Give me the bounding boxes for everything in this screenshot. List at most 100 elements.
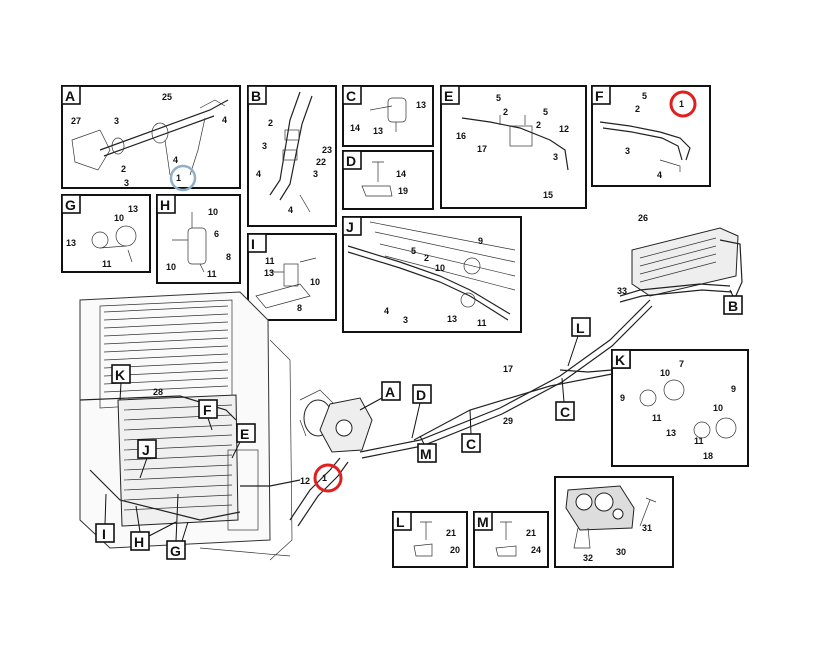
- panel-f-letter: F: [595, 88, 604, 104]
- label-1: 1: [322, 473, 327, 483]
- panel-h-tag: [156, 194, 176, 214]
- tag-a: [381, 381, 401, 401]
- tag-e-letter: E: [240, 426, 249, 442]
- panel-f-tag: [591, 85, 611, 105]
- b-label-4b: 4: [288, 205, 293, 215]
- m-label-21: 21: [526, 528, 536, 538]
- tag-k-main-letter: K: [115, 367, 125, 383]
- panel-c-drawing: [369, 97, 407, 132]
- d-label-19: 19: [398, 186, 408, 196]
- panel-m-drawing: [495, 521, 517, 557]
- a-label-25: 25: [162, 92, 172, 102]
- f-label-4: 4: [657, 170, 662, 180]
- c-label-13b: 13: [373, 126, 383, 136]
- l-label-21: 21: [446, 528, 456, 538]
- e-label-16: 16: [456, 131, 466, 141]
- j-label-4: 4: [384, 306, 389, 316]
- panel-d-tag: [342, 150, 362, 170]
- tag-l: [571, 317, 591, 337]
- c-label-14: 14: [350, 123, 360, 133]
- j-label-2: 2: [424, 253, 429, 263]
- h-label-8: 8: [226, 252, 231, 262]
- label-29: 29: [503, 416, 513, 426]
- label-30: 30: [616, 547, 626, 557]
- panel-c: C 13 14 13: [342, 85, 434, 147]
- m-label-24: 24: [531, 545, 541, 555]
- callout-tags: B L C K A D M C F: [95, 289, 743, 560]
- k-label-13: 13: [666, 428, 676, 438]
- e-label-15: 15: [543, 190, 553, 200]
- panel-m: M 21 24: [473, 511, 549, 568]
- panel-f-drawing: [599, 121, 691, 172]
- tag-c1: [555, 401, 575, 421]
- panel-i-tag: [247, 233, 267, 253]
- k-label-18: 18: [703, 451, 713, 461]
- panel-j-tag: [342, 216, 362, 236]
- a-label-3a: 3: [114, 116, 119, 126]
- tag-d: [412, 384, 432, 404]
- k-label-9b: 9: [731, 384, 736, 394]
- panel-e-drawing: [461, 115, 569, 171]
- panel-i: I 11 13 10 8: [247, 233, 337, 321]
- panel-a-frame: [61, 85, 241, 189]
- h-label-11: 11: [207, 269, 217, 279]
- f-label-1: 1: [679, 99, 684, 109]
- panel-d-drawing: [361, 161, 393, 197]
- panel-b-tag: [247, 85, 267, 105]
- tag-k: [611, 349, 631, 369]
- e-label-2b: 2: [536, 120, 541, 130]
- tag-m-letter: M: [420, 446, 432, 462]
- panel-j-drawing: [347, 221, 516, 321]
- panel-j: J 9 5 2 10 4 3 13 11: [342, 216, 522, 333]
- panel-g-drawing: [91, 225, 137, 263]
- tag-a-letter: A: [385, 384, 395, 400]
- panel-b: B 2 3 23 22 3 4 4: [247, 85, 337, 227]
- h-label-10a: 10: [208, 207, 218, 217]
- tag-f-letter: F: [203, 402, 212, 418]
- i-label-11: 11: [265, 256, 275, 266]
- j-label-11: 11: [477, 318, 487, 328]
- panel-h-letter: H: [160, 197, 170, 213]
- main-assembly: 26 33 17 29 28 12 1 B L C K A D: [79, 213, 743, 561]
- k-label-10a: 10: [660, 368, 670, 378]
- panel-l-drawing: [413, 521, 433, 557]
- panel-j-letter: J: [346, 219, 354, 235]
- b-label-4a: 4: [256, 169, 261, 179]
- f-label-2: 2: [635, 104, 640, 114]
- d-label-14: 14: [396, 169, 406, 179]
- i-label-10: 10: [310, 277, 320, 287]
- panel-b-frame: [247, 85, 337, 227]
- c-label-13a: 13: [416, 100, 426, 110]
- j-label-3: 3: [403, 315, 408, 325]
- panel-e-tag: [440, 85, 460, 105]
- panel-a-drawing: [71, 99, 229, 176]
- label-32: 32: [583, 553, 593, 563]
- panel-h: H 10 6 10 8 11: [156, 194, 241, 284]
- k-label-7: 7: [679, 359, 684, 369]
- i-label-13: 13: [264, 268, 274, 278]
- j-label-13: 13: [447, 314, 457, 324]
- j-label-10: 10: [435, 263, 445, 273]
- e-label-5b: 5: [543, 107, 548, 117]
- a-label-4b: 4: [173, 155, 178, 165]
- panel-k-drawing: [639, 379, 737, 439]
- a-label-4: 4: [222, 115, 227, 125]
- f-label-5: 5: [642, 91, 647, 101]
- panel-e-letter: E: [444, 88, 453, 104]
- panel-c-tag: [342, 85, 362, 105]
- e-label-3: 3: [553, 152, 558, 162]
- panel-d: D 14 19: [342, 150, 434, 210]
- j-label-9: 9: [478, 236, 483, 246]
- tag-c1-letter: C: [560, 404, 570, 420]
- g-label-13b: 13: [66, 238, 76, 248]
- panel-a: A 25 4 27 3 2 3 4 1: [61, 85, 241, 192]
- panel-g: G 10 13 13 11: [61, 194, 151, 273]
- compressor-drawing: [299, 389, 373, 453]
- panel-k: K 7 10 9 11 9 10 13 11 18: [611, 349, 749, 467]
- e-label-5a: 5: [496, 93, 501, 103]
- main-highlight-circle-red: [313, 463, 343, 493]
- a-label-2: 2: [121, 164, 126, 174]
- label-26: 26: [638, 213, 648, 223]
- panel-a-letter: A: [65, 88, 75, 104]
